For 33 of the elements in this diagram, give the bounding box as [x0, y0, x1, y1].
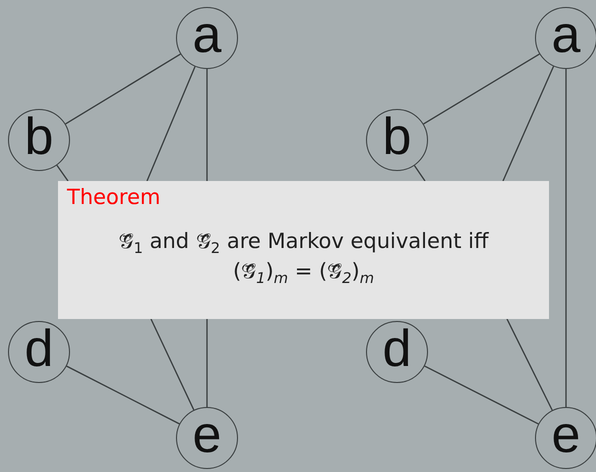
vertex-label: d	[24, 323, 54, 375]
graph-edge	[414, 165, 426, 182]
graph-edge	[146, 66, 196, 182]
graph-edge	[66, 366, 180, 424]
vertex-label: a	[192, 9, 222, 61]
equation: (𝒢⃗$_{1}$)$_{m}$ = (𝒢⃗$_{2}$)$_{m}$	[232, 259, 376, 288]
graph-vertex	[176, 407, 238, 469]
graph-edge	[206, 319, 208, 407]
graph-edge	[150, 318, 194, 410]
graph-vertex	[8, 321, 70, 383]
vertex-label: b	[24, 111, 54, 163]
vertex-label: e	[192, 409, 222, 461]
vertex-label: b	[382, 111, 412, 163]
vertex-label: d	[382, 323, 412, 375]
graph-edge	[423, 53, 540, 125]
vertex-label: e	[552, 409, 580, 461]
graph-edge	[502, 66, 554, 182]
graph-edge	[65, 54, 181, 124]
graph-edge	[506, 318, 553, 411]
theorem-panel	[58, 181, 549, 319]
graph-vertex	[535, 407, 596, 469]
graph-vertex	[366, 321, 428, 383]
graph-edge	[206, 69, 208, 181]
graph-vertex	[535, 7, 596, 69]
graph-vertex	[8, 109, 70, 171]
vertex-label: a	[552, 9, 580, 61]
theorem-statement: 𝒢⃗$_{1}$ and 𝒢⃗$_{2}$ are Markov equivalent iff	[118, 229, 490, 258]
graph-edge	[565, 69, 567, 407]
theorem-heading: Theorem	[67, 185, 160, 209]
graph-vertex	[366, 109, 428, 171]
graph-edge	[424, 365, 539, 425]
graph-vertex	[176, 7, 238, 69]
graph-edge	[56, 164, 69, 182]
